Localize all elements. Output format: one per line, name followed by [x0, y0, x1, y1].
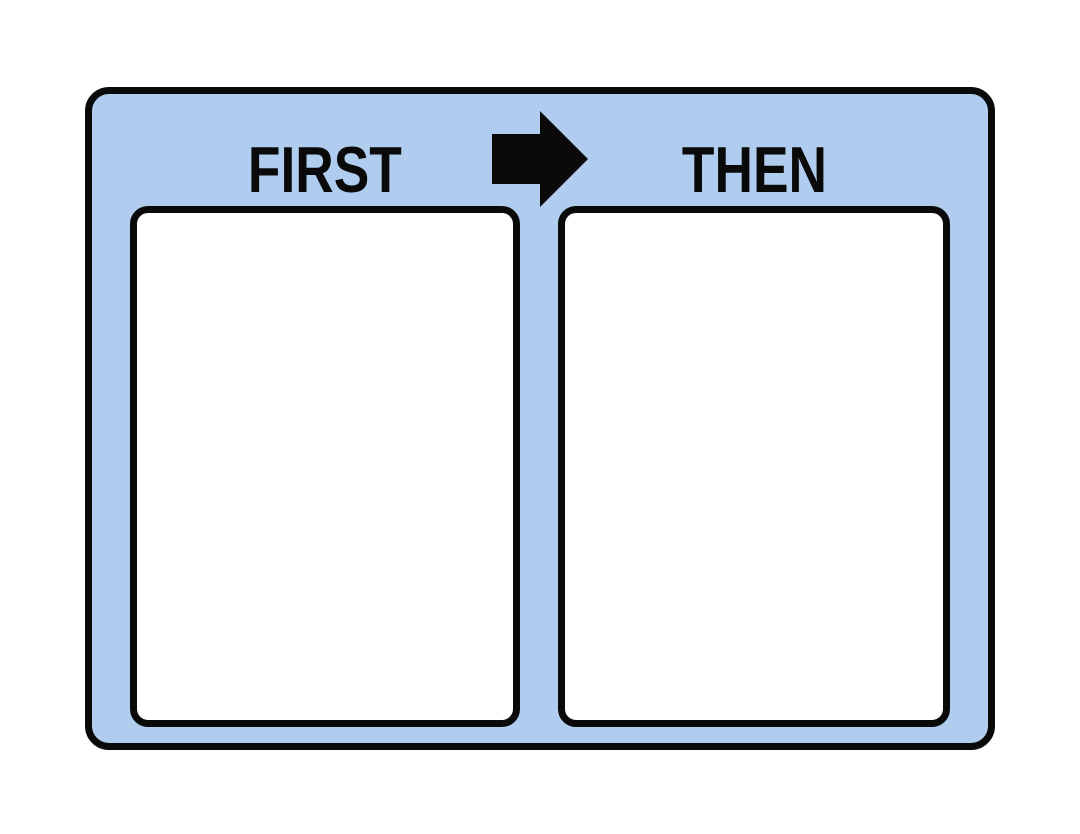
then-label: THEN: [558, 137, 950, 202]
first-label-text: FIRST: [248, 133, 402, 206]
first-label: FIRST: [130, 137, 520, 202]
first-then-board: FIRST THEN: [85, 87, 995, 750]
then-panel: [558, 206, 950, 727]
then-label-text: THEN: [681, 133, 827, 206]
first-panel: [130, 206, 520, 727]
right-arrow-icon: [492, 111, 588, 207]
